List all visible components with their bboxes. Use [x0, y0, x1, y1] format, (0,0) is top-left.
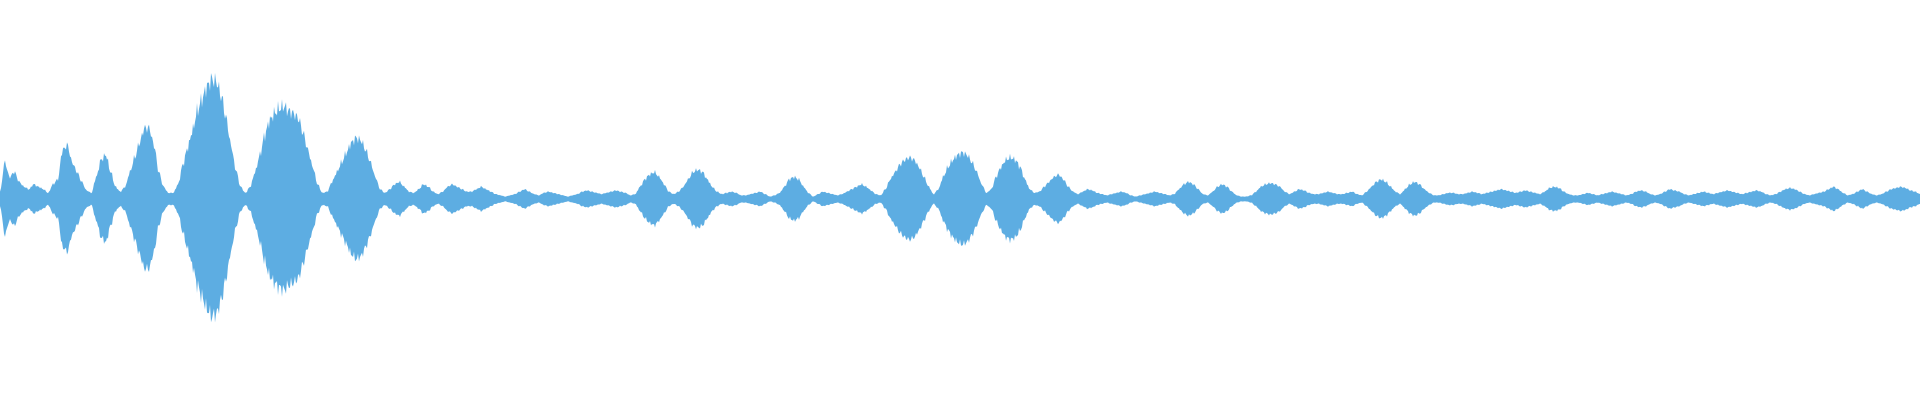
waveform-shape — [0, 72, 1920, 323]
